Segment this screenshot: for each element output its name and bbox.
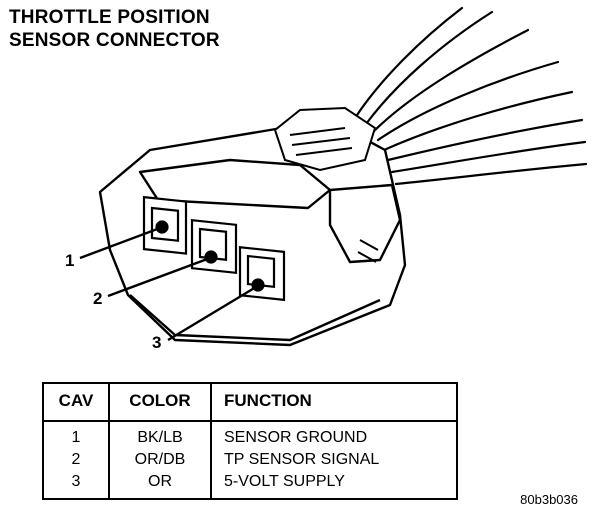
- connector-body: [98, 118, 407, 347]
- callout-1: 1: [65, 251, 75, 270]
- cell-cav: 1: [71, 429, 81, 446]
- body-ridges: [357, 239, 379, 263]
- cell-function: SENSOR GROUND: [224, 429, 368, 446]
- cell-function: TP SENSOR SIGNAL: [224, 451, 380, 468]
- cavity-2: [190, 218, 238, 275]
- column-divider: [108, 384, 110, 498]
- pinout-table: CAV COLOR FUNCTION 1 BK/LB SENSOR GROUND…: [42, 382, 458, 500]
- cell-color: BK/LB: [137, 429, 183, 446]
- cell-function: 5-VOLT SUPPLY: [224, 473, 345, 490]
- cell-cav: 2: [71, 451, 81, 468]
- table-row: 3 OR 5-VOLT SUPPLY: [44, 473, 456, 495]
- header-color: COLOR: [129, 391, 191, 410]
- connector-illustration: [79, 6, 588, 347]
- column-divider: [210, 384, 212, 498]
- table-header: CAV COLOR FUNCTION: [44, 384, 456, 422]
- wire-bundle: [353, 6, 588, 186]
- leader-lines: [79, 226, 257, 342]
- latch: [273, 106, 377, 172]
- table-row: 1 BK/LB SENSOR GROUND: [44, 429, 456, 451]
- table-row: 2 OR/DB TP SENSOR SIGNAL: [44, 451, 456, 473]
- callout-2: 2: [93, 289, 103, 308]
- cavity-1: [142, 195, 188, 255]
- callout-3: 3: [152, 333, 162, 352]
- figure-id: 80b3b036: [520, 492, 578, 507]
- cell-color: OR: [148, 473, 172, 490]
- title-line-2: SENSOR CONNECTOR: [9, 30, 220, 51]
- diagram-title: THROTTLE POSITION SENSOR CONNECTOR: [9, 6, 220, 52]
- cell-color: OR/DB: [134, 451, 186, 468]
- cell-cav: 3: [71, 473, 81, 490]
- title-line-1: THROTTLE POSITION: [9, 7, 210, 28]
- header-cav: CAV: [58, 391, 94, 410]
- header-function: FUNCTION: [224, 391, 312, 410]
